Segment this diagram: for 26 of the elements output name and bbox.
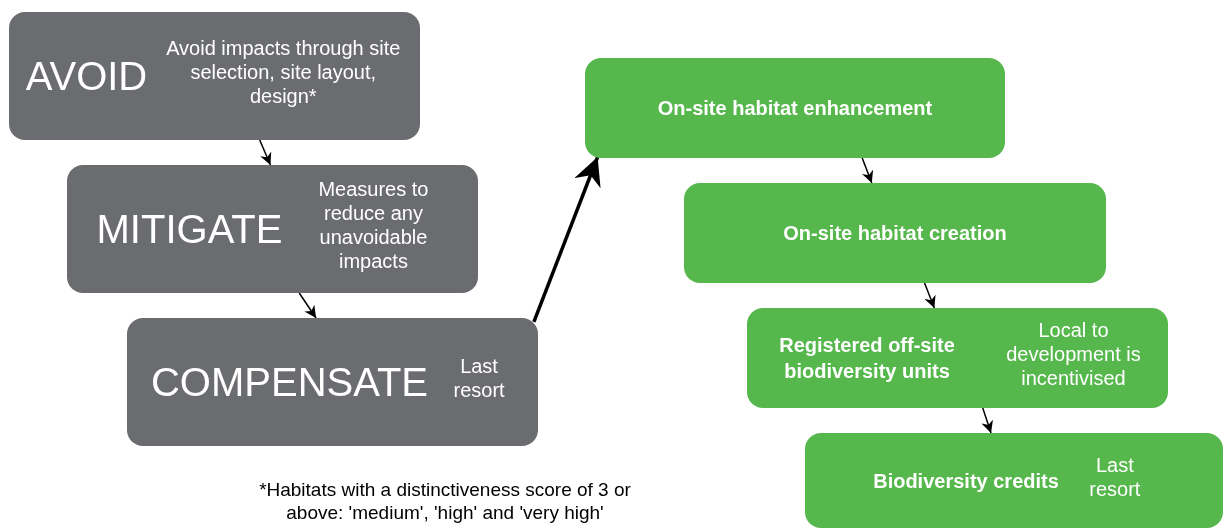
step-box <box>747 308 1168 408</box>
footnote: *Habitats with a distinctiveness score of 3 or above: 'medium', 'high' and 'very high' <box>258 478 632 524</box>
arrow <box>298 292 317 319</box>
step-box <box>9 12 420 140</box>
step-box <box>585 58 1005 158</box>
step-heading: Registered off-site biodiversity units <box>778 333 956 384</box>
arrow <box>861 157 874 184</box>
step-heading: AVOID <box>25 53 148 99</box>
step-heading: On-site habitat enhancement <box>657 96 933 121</box>
arrow <box>981 407 993 434</box>
step-heading: On-site habitat creation <box>783 221 1007 246</box>
step-box <box>805 433 1223 528</box>
step-description: Last resort <box>1088 452 1142 501</box>
arrow <box>532 156 601 323</box>
step-box <box>127 318 538 446</box>
step-box <box>684 183 1106 283</box>
step-description: Last resort <box>452 354 506 402</box>
step-heading: Biodiversity credits <box>873 468 1059 494</box>
step-description: Measures to reduce any unavoidable impacts <box>317 177 430 273</box>
step-box <box>67 165 478 293</box>
step-description: Local to development is incentivised <box>1005 318 1142 390</box>
arrow <box>258 139 272 166</box>
step-heading: MITIGATE <box>96 206 283 252</box>
step-description: Avoid impacts through site selection, site layout, design* <box>165 36 402 108</box>
arrow <box>923 282 936 309</box>
step-heading: COMPENSATE <box>150 359 429 405</box>
